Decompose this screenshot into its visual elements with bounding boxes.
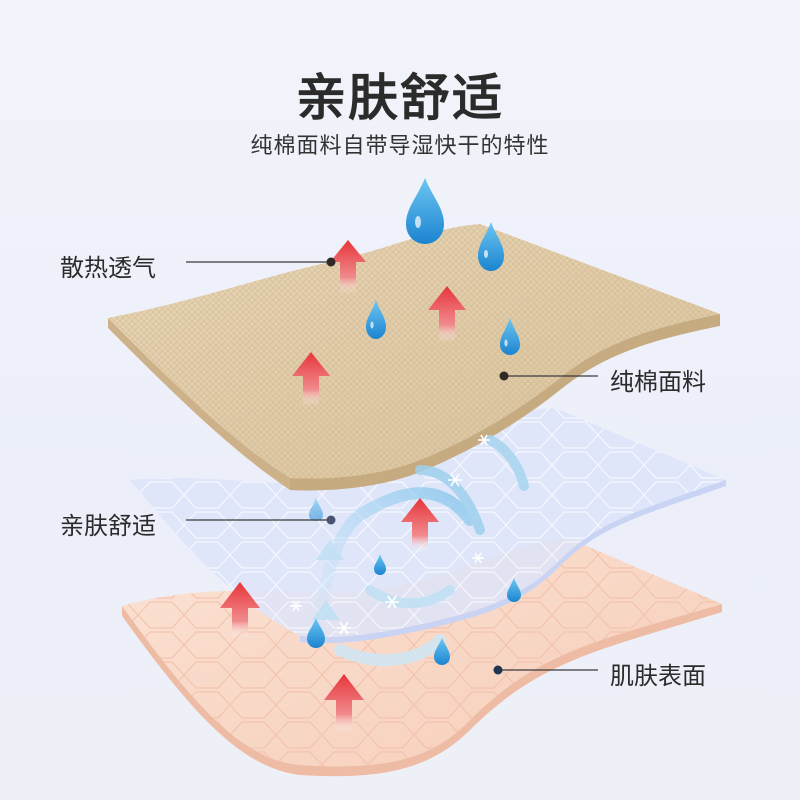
callout-dot-heat <box>327 258 336 267</box>
callout-dot-skin <box>494 666 503 675</box>
callout-heat-label: 散热透气 <box>60 248 156 283</box>
callout-dot-cotton <box>500 372 509 381</box>
page-title: 亲肤舒适 <box>0 58 800 130</box>
callout-cotton-label: 纯棉面料 <box>610 362 706 397</box>
callout-skin-label: 肌肤表面 <box>610 656 706 691</box>
callout-comfort-label: 亲肤舒适 <box>60 506 156 541</box>
page-subtitle: 纯棉面料自带导湿快干的特性 <box>0 128 800 160</box>
callout-dot-comfort <box>327 516 336 525</box>
